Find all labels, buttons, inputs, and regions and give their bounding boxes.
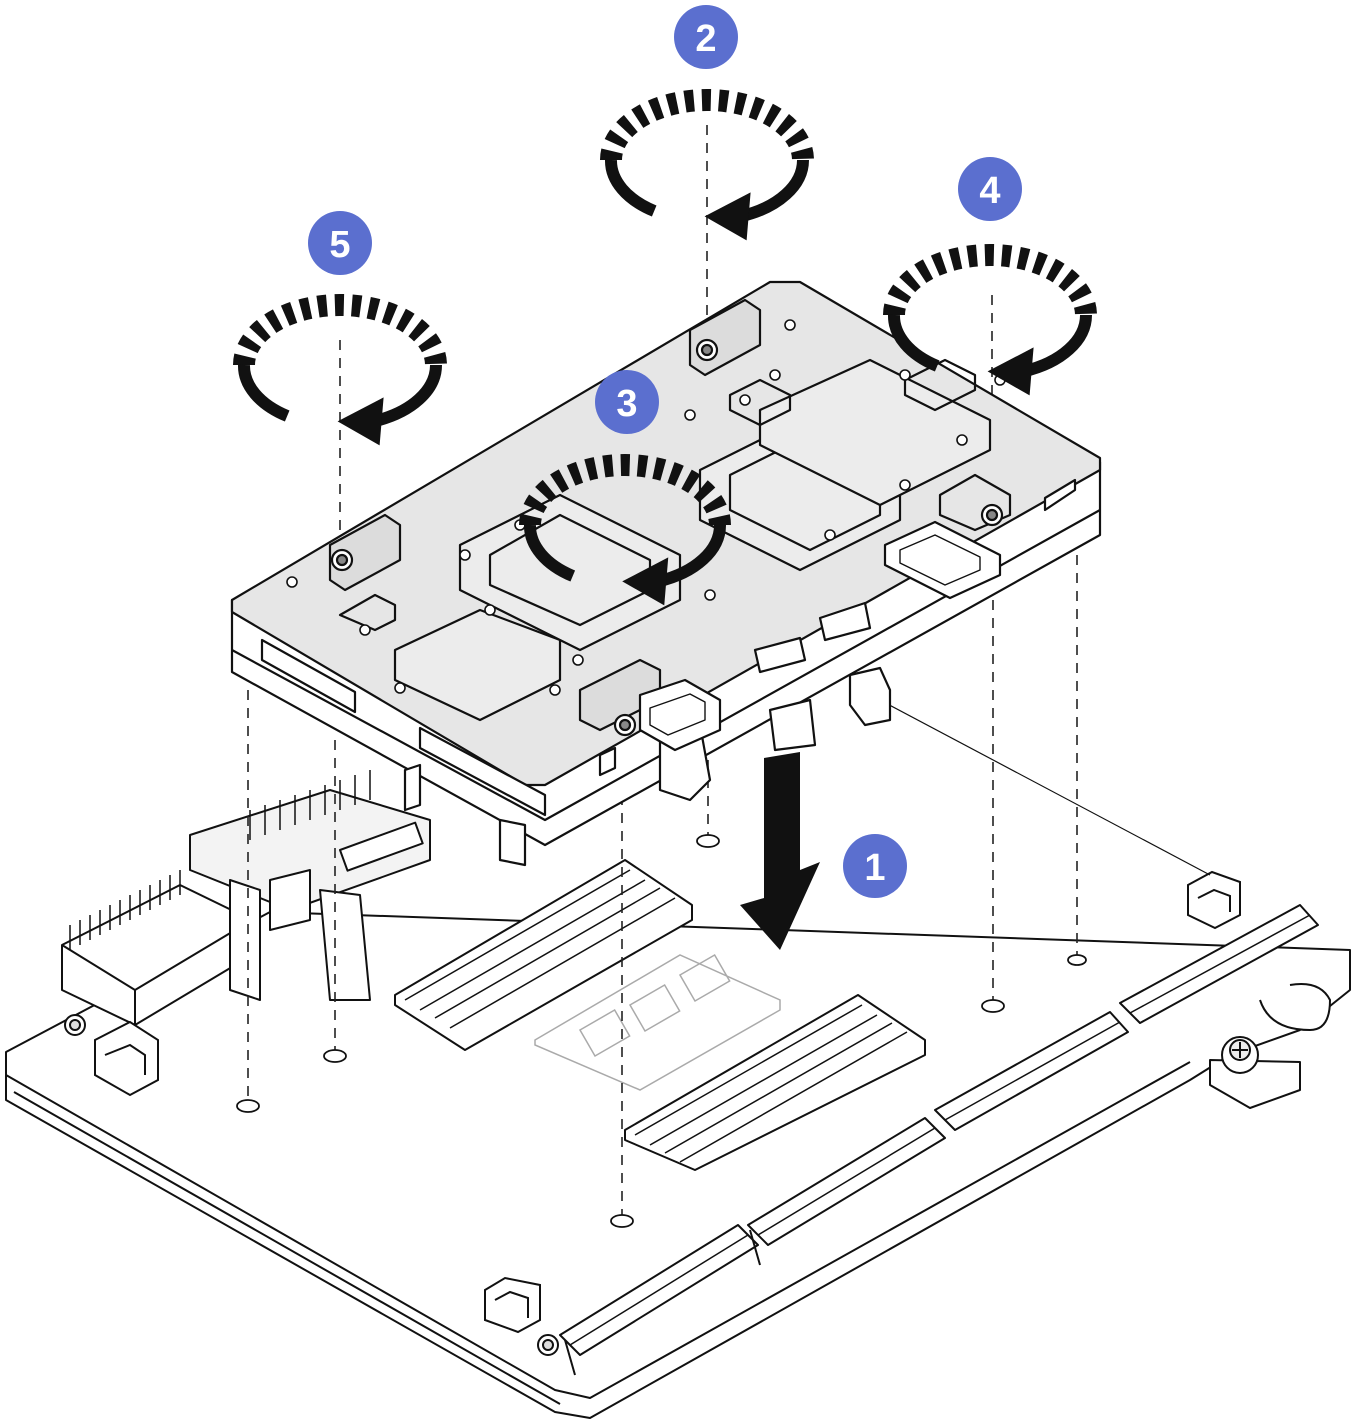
step-badge-3: 3 — [595, 370, 659, 434]
step-4-label: 4 — [979, 170, 1000, 212]
rotation-arrows — [233, 89, 1097, 606]
board-connector-right — [1187, 870, 1241, 930]
step-1-circle — [843, 834, 907, 898]
rotate-arrow-step-2-icon — [600, 89, 814, 241]
step-5-label: 5 — [329, 224, 350, 266]
step-3-label: 3 — [616, 383, 637, 425]
rotate-band-front — [888, 314, 1093, 378]
rear-io-assembly — [61, 770, 431, 1026]
down-arrow-icon — [740, 752, 820, 950]
system-board — [5, 911, 1351, 1419]
rotate-band-back — [883, 244, 1097, 316]
step-2-label: 2 — [695, 18, 716, 60]
step-badge-1: 1 — [843, 834, 907, 898]
step-badge-5: 5 — [308, 211, 372, 275]
rotate-band-back — [600, 89, 814, 161]
rotate-arrow-step-5-icon — [233, 294, 447, 446]
rotate-arrow-step-4-icon — [883, 244, 1097, 396]
expansion-slots — [559, 904, 1319, 1376]
step-5-circle — [308, 211, 372, 275]
rotate-band-front — [238, 364, 443, 428]
memory-slot-lower — [624, 994, 926, 1171]
rotate-band-front — [605, 159, 810, 223]
guide-line — [879, 699, 1211, 876]
step-badge-4: 4 — [958, 157, 1022, 221]
step-2-circle — [674, 5, 738, 69]
step-3-circle — [595, 370, 659, 434]
module-assembly — [230, 280, 1102, 867]
rotate-arrowhead — [704, 192, 751, 241]
board-standoff-holes — [236, 834, 1087, 1228]
step-4-circle — [958, 157, 1022, 221]
board-connector-left — [64, 1014, 159, 1097]
rotate-arrow-step-3-icon — [519, 454, 731, 606]
rotate-band-front — [524, 524, 727, 588]
memory-slot-upper — [394, 859, 693, 1051]
step-badge-2: 2 — [674, 5, 738, 69]
rotate-arrowhead — [622, 557, 669, 606]
board-connector-bottom — [484, 1276, 559, 1356]
rotate-band-back — [519, 454, 731, 526]
step-1-label: 1 — [864, 847, 885, 889]
rotate-band-back — [233, 294, 447, 366]
rotate-arrowhead — [987, 347, 1034, 396]
board-silkscreen — [534, 953, 781, 1091]
rotate-arrowhead — [337, 397, 384, 446]
